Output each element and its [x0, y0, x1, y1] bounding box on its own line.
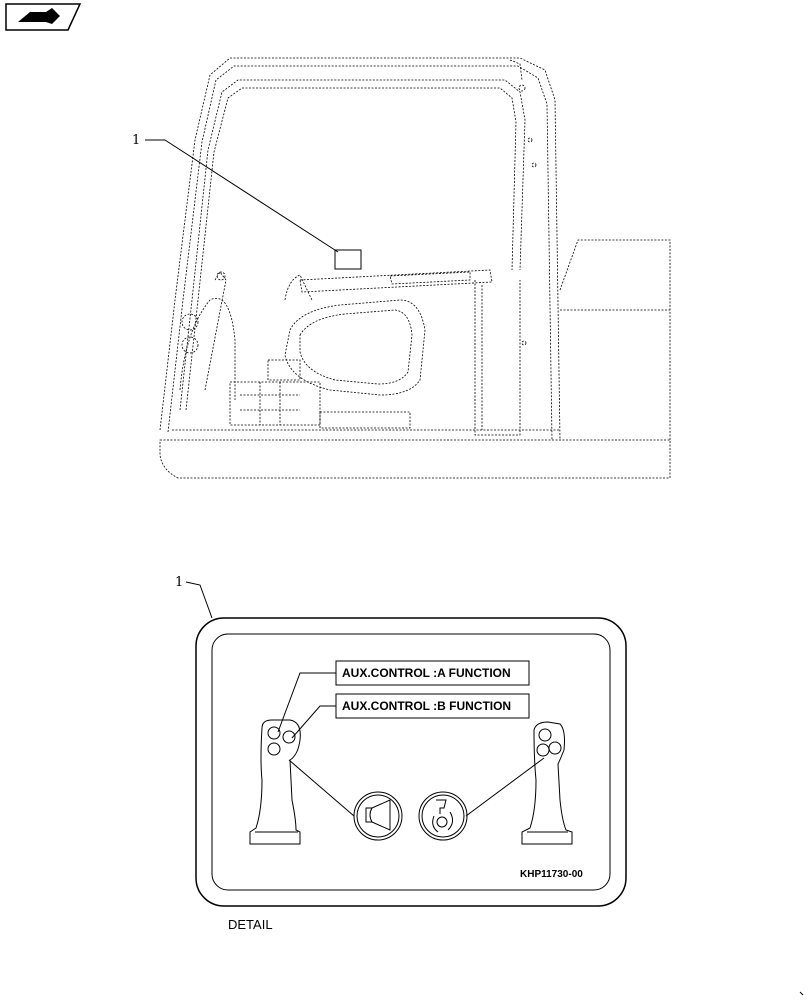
label-a-text: AUX.CONTROL :A FUNCTION — [342, 666, 511, 680]
callout-top: 1 — [132, 133, 140, 148]
right-joystick-icon — [521, 721, 573, 845]
next-page-arrow-icon[interactable] — [5, 3, 82, 31]
part-number: KHP11730-00 — [520, 869, 583, 880]
label-a-box: AUX.CONTROL :A FUNCTION — [335, 660, 530, 686]
decal-location-marker — [334, 249, 362, 270]
label-b-text: AUX.CONTROL :B FUNCTION — [342, 699, 511, 713]
decal-detail — [195, 617, 627, 907]
horn-icon — [353, 791, 403, 841]
corner-mark — [799, 991, 804, 996]
left-joystick-icon — [249, 719, 301, 845]
cab-illustration — [159, 57, 671, 479]
auxiliary-hydraulic-icon — [418, 791, 468, 841]
label-b-box: AUX.CONTROL :B FUNCTION — [335, 693, 530, 719]
detail-caption: DETAIL — [228, 917, 273, 932]
callout-detail: 1 — [175, 575, 183, 590]
